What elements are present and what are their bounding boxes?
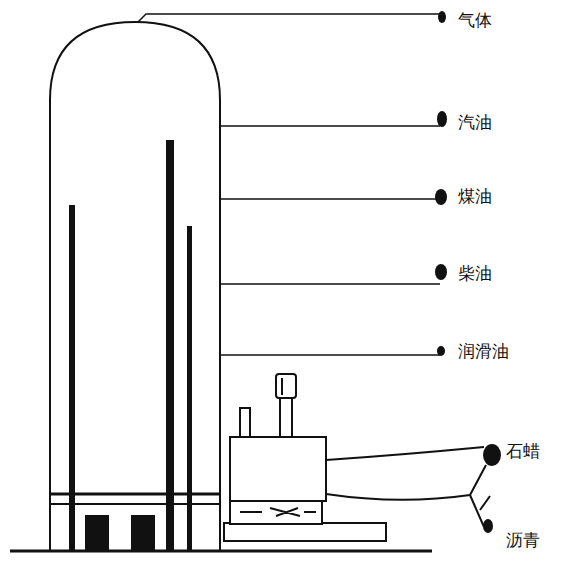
leader-lines xyxy=(138,14,440,355)
outlet-pipe xyxy=(480,496,490,510)
heater-coil xyxy=(240,508,316,516)
burner-block xyxy=(131,515,155,550)
leader-line xyxy=(220,283,440,285)
heater-box xyxy=(230,437,326,501)
burner-block xyxy=(85,515,109,550)
outlet-pipe xyxy=(470,495,484,527)
drop xyxy=(437,111,447,127)
outlet-pipes xyxy=(326,447,490,527)
outlet-pipe xyxy=(326,447,484,460)
fraction-label: 润滑油 xyxy=(458,341,509,361)
drop xyxy=(483,519,493,533)
pipe-cap xyxy=(276,374,296,398)
fraction-label: 汽油 xyxy=(458,112,492,132)
tray-line xyxy=(50,493,220,496)
outlet-drops xyxy=(435,11,501,533)
drop xyxy=(438,11,446,23)
drop xyxy=(437,346,445,356)
inner-bars xyxy=(69,140,192,550)
inner-bar xyxy=(187,226,192,550)
fraction-label: 石蜡 xyxy=(506,441,540,461)
ground-line xyxy=(10,550,432,553)
column-body xyxy=(50,22,220,550)
fraction-label: 煤油 xyxy=(458,186,492,206)
feed-pipe xyxy=(280,395,292,437)
inner-bar xyxy=(69,205,75,550)
leader-line xyxy=(220,198,440,200)
drop xyxy=(435,264,447,280)
leader-line xyxy=(220,354,440,356)
fraction-label: 气体 xyxy=(458,10,492,30)
leader-line xyxy=(220,125,440,127)
leader-line xyxy=(138,14,440,22)
outlet-pipe xyxy=(326,465,486,500)
heater-tray xyxy=(230,500,322,524)
inner-bar xyxy=(166,140,174,550)
column-outline xyxy=(50,22,220,550)
heater-base xyxy=(224,523,386,541)
drop xyxy=(483,444,501,466)
drop xyxy=(435,189,447,205)
fraction-label: 柴油 xyxy=(458,263,492,283)
fraction-label: 沥青 xyxy=(506,530,540,550)
tray-line xyxy=(50,503,220,505)
small-pipe xyxy=(240,408,250,437)
cap-detail xyxy=(281,378,283,395)
